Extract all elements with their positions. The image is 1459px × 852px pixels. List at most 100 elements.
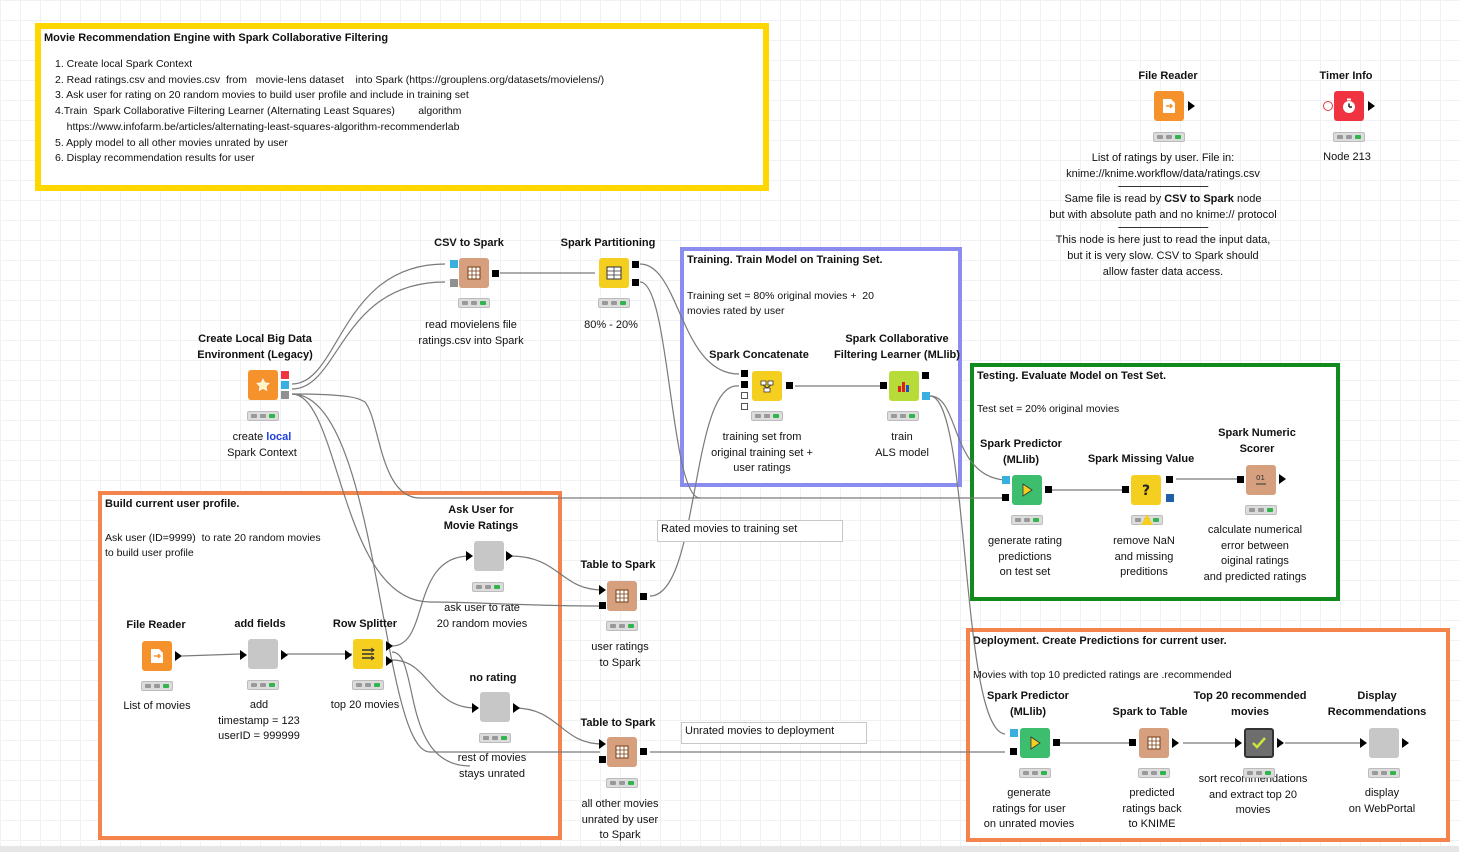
spark-partitioning-label: 80% - 20% [584, 319, 638, 331]
add-fields-node[interactable] [248, 639, 278, 669]
spark-partitioning-node[interactable] [599, 258, 629, 288]
spark-predictor-deploy-model-port[interactable] [1010, 729, 1018, 737]
add-fields-in-port[interactable] [240, 650, 247, 660]
spark-predictor-test-node[interactable] [1012, 475, 1042, 505]
svg-text:01: 01 [1256, 474, 1265, 482]
table-to-spark-1-context-port[interactable] [599, 602, 606, 609]
file-reader-movies-out-port[interactable] [175, 651, 182, 661]
display-in-port[interactable] [1360, 738, 1367, 748]
row-splitter-node[interactable] [353, 639, 383, 669]
warning-icon[interactable] [1141, 514, 1153, 525]
spark-to-table-out-port[interactable] [1172, 738, 1179, 748]
spark-predictor-deploy-data-port[interactable] [1010, 748, 1017, 755]
file-reader-top-node[interactable] [1154, 91, 1184, 121]
timer-info-out-port[interactable] [1368, 101, 1375, 111]
spark-cf-learner-out-port-2[interactable] [922, 392, 930, 400]
spark-concatenate-out-port[interactable] [786, 382, 793, 389]
table-to-spark-2-in-port[interactable] [599, 739, 606, 749]
spark-numeric-scorer-in-port[interactable] [1237, 476, 1244, 483]
table-to-spark-2-node[interactable] [607, 737, 637, 767]
spark-cf-learner-node[interactable] [889, 371, 919, 401]
ask-user-in-port[interactable] [466, 551, 473, 561]
deployment-title: Deployment. Create Predictions for curre… [973, 635, 1227, 647]
csv-to-spark-out-port[interactable] [492, 270, 499, 277]
spark-predictor-test-model-port[interactable] [1002, 476, 1010, 484]
row-splitter-out-port-1[interactable] [386, 641, 393, 651]
row-splitter-in-port[interactable] [345, 650, 352, 660]
timer-info-title: Timer Info [1319, 70, 1373, 82]
no-rating-in-port[interactable] [472, 703, 479, 713]
spark-missing-value-out-port-1[interactable] [1166, 476, 1173, 483]
timer-info-node[interactable] [1334, 91, 1364, 121]
spark-concatenate-in-port-4[interactable] [741, 403, 748, 410]
create-local-port-red[interactable] [281, 371, 289, 379]
top20-in-port[interactable] [1235, 738, 1242, 748]
csv-to-spark-title: CSV to Spark [434, 237, 504, 249]
spark-predictor-deploy-title: Spark Predictor(MLlib) [987, 690, 1069, 718]
spark-partitioning-out-port-2[interactable] [632, 279, 639, 286]
spark-concatenate-in-port-2[interactable] [741, 381, 748, 388]
spark-cf-learner-out-port-1[interactable] [922, 372, 929, 379]
spark-missing-value-node[interactable]: ? [1131, 475, 1161, 505]
top20-node[interactable] [1244, 728, 1274, 758]
unrated-movies-label: Unrated movies to deployment [681, 722, 867, 744]
file-reader-movies-title: File Reader [126, 619, 186, 631]
timer-info-in-port[interactable] [1323, 101, 1333, 111]
spark-missing-value-title: Spark Missing Value [1087, 453, 1195, 465]
spark-numeric-scorer-out-port[interactable] [1279, 474, 1286, 484]
add-fields-title: add fields [234, 618, 286, 630]
horizontal-scrollbar[interactable] [0, 846, 1459, 852]
table-to-spark-1-out-port[interactable] [640, 593, 647, 600]
table-to-spark-2-context-port[interactable] [599, 756, 606, 763]
spark-missing-value-out-port-2[interactable] [1166, 494, 1174, 502]
no-rating-out-port[interactable] [513, 703, 520, 713]
spark-to-table-in-port[interactable] [1129, 739, 1136, 746]
file-reader-top-note: List of ratings by user. File in: knime:… [1049, 152, 1277, 278]
table-to-spark-1-in-port[interactable] [599, 585, 606, 595]
spark-concatenate-node[interactable] [752, 371, 782, 401]
create-local-port-blue[interactable] [281, 381, 289, 389]
intro-steps: 1. Create local Spark Context 2. Read ra… [55, 58, 605, 165]
table-to-spark-2-title: Table to Spark [580, 717, 656, 729]
spark-predictor-deploy-out-port[interactable] [1053, 739, 1060, 746]
training-body: Training set = 80% original movies + 20 … [687, 290, 874, 317]
spark-predictor-deploy-node[interactable] [1020, 728, 1050, 758]
table-to-spark-2-out-port[interactable] [640, 748, 647, 755]
spark-concatenate-in-port-3[interactable] [741, 392, 748, 399]
csv-to-spark-in-port-blue[interactable] [450, 260, 458, 268]
create-local-node[interactable] [248, 370, 278, 400]
spark-numeric-scorer-node[interactable]: 01 [1246, 465, 1276, 495]
spark-predictor-test-out-port[interactable] [1045, 486, 1052, 493]
top20-out-port[interactable] [1277, 738, 1284, 748]
table-to-spark-1-node[interactable] [607, 581, 637, 611]
file-reader-movies-node[interactable] [142, 641, 172, 671]
ask-user-out-port[interactable] [506, 551, 513, 561]
spark-to-table-title: Spark to Table [1112, 706, 1188, 718]
spark-cf-learner-in-port[interactable] [880, 382, 887, 389]
spark-to-table-node[interactable] [1139, 728, 1169, 758]
csv-to-spark-in-port-grey[interactable] [450, 279, 458, 287]
add-fields-out-port[interactable] [281, 650, 288, 660]
display-node[interactable] [1369, 728, 1399, 758]
display-out-port[interactable] [1402, 738, 1409, 748]
spark-concatenate-in-port-1[interactable] [741, 370, 748, 377]
file-reader-top-out-port[interactable] [1188, 101, 1195, 111]
create-local-port-grey[interactable] [281, 391, 289, 399]
spark-partitioning-out-port-1[interactable] [632, 261, 639, 268]
no-rating-node[interactable] [480, 692, 510, 722]
spark-predictor-test-data-port[interactable] [1002, 494, 1009, 501]
spark-missing-value-in-port[interactable] [1122, 486, 1129, 493]
spark-predictor-test-title: Spark Predictor(MLlib) [980, 438, 1062, 466]
table-to-spark-2-status [606, 778, 638, 788]
testing-body: Test set = 20% original movies [977, 403, 1120, 415]
row-splitter-out-port-2[interactable] [386, 656, 393, 666]
ask-user-node[interactable] [474, 541, 504, 571]
intro-title: Movie Recommendation Engine with Spark C… [44, 32, 389, 44]
csv-to-spark-node[interactable] [459, 258, 489, 288]
